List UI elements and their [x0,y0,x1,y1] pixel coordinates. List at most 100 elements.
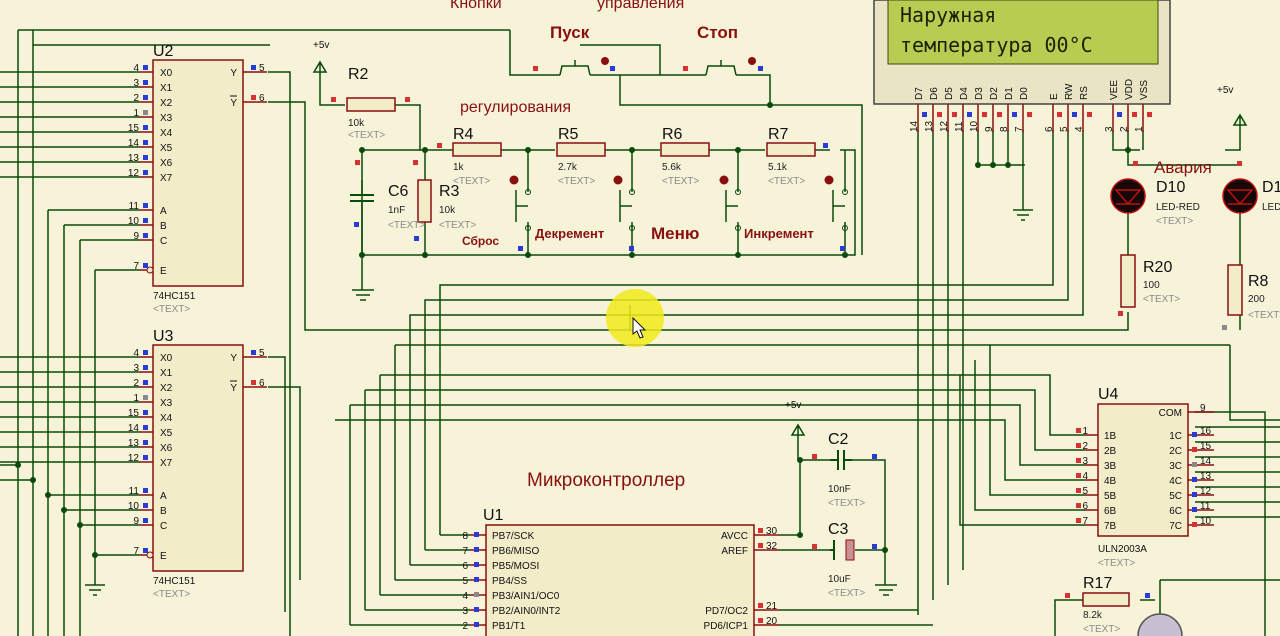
increment-switch[interactable]: Инкремент [744,175,848,252]
pin-state-marker [143,263,148,268]
pin-state-marker [143,380,148,385]
decrement-switch-label: Декремент [535,226,604,241]
mux-pin-num: 3 [133,78,139,89]
driver-pin-name: 2C [1169,446,1182,457]
lcd-pin-header: D714D613D512D411D310D29D18D07E6RW5RS4VEE… [909,79,1152,132]
mux-part: 74HC151 [153,291,196,302]
pin-state-marker [1057,112,1062,117]
lcd-pin-name: E [1049,93,1060,100]
mcu-pin-name: PB7/SCK [492,531,535,542]
resistor-r20[interactable]: R20 100 <TEXT> [1118,254,1180,316]
decrement-switch[interactable]: Декремент [535,175,635,252]
resistor-r5[interactable]: R5 2.7k <TEXT> [556,126,606,187]
pin-state-marker [143,488,148,493]
driver-pin-num: 9 [1200,403,1206,414]
menu-switch[interactable]: Меню [651,175,741,244]
pin-state-marker [1192,492,1197,497]
lcd-pin-num: 5 [1059,126,1070,132]
resistor-r3-value: 10k [439,205,456,216]
pin-state-marker [143,548,148,553]
resistor-r20-text: <TEXT> [1143,294,1180,305]
svg-text:+5v: +5v [1217,85,1233,96]
start-button-label: Пуск [550,23,590,42]
button-actuator-icon [748,57,756,65]
resistor-r2[interactable]: R2 10k <TEXT> [331,66,410,141]
mux-pin-num: 12 [128,453,140,464]
resistor-r3[interactable]: R3 10k <TEXT> [413,160,476,241]
mcu-pin-name: PB5/MOSI [492,561,539,572]
mux-pin-num: 13 [128,153,140,164]
pin-state-marker [474,577,479,582]
resistor-r6-ref: R6 [662,126,683,143]
pin-state-marker [1012,112,1017,117]
resistor-r7[interactable]: R7 5.1k <TEXT> [766,126,828,187]
resistor-r4[interactable]: R4 1k <TEXT> [437,126,502,187]
mux-pin-name: X0 [160,68,173,79]
mux-pin-num: 1 [133,393,139,404]
stop-button[interactable]: Стоп [683,23,763,76]
driver-pin-name: 6C [1169,506,1182,517]
mux-pin-name: X5 [160,428,173,439]
ground-icon [875,584,897,596]
driver-text: <TEXT> [1098,558,1135,569]
pin-state-marker [251,380,256,385]
lcd-line-1: Наружная [900,3,996,27]
mux-pin-num: 5 [259,348,265,359]
capacitor-c2-text: <TEXT> [828,498,865,509]
stop-button-label: Стоп [697,23,738,42]
resistor-r8[interactable]: R8 200 <TEXT> [1222,264,1280,330]
mux-pin-num: 15 [128,123,140,134]
lcd-pin-name: D5 [944,87,955,100]
driver-pin-num: 16 [1200,426,1212,437]
resistor-r8-text: <TEXT> [1248,310,1280,321]
mux-pin-name: X4 [160,128,173,139]
resistor-r2-ref: R2 [348,66,369,83]
capacitor-c2[interactable]: C2 10nF <TEXT> [812,431,877,509]
start-button[interactable]: Пуск [533,23,615,76]
pin-state-marker [1076,488,1081,493]
mcu-pin-name: PB3/AIN1/OC0 [492,591,560,602]
led-d11[interactable]: D1 LED [1222,161,1280,214]
junction-layer [15,102,1131,558]
mux-pin-num: 12 [128,168,140,179]
svg-text:+5v: +5v [313,40,329,51]
pin-state-marker [143,140,148,145]
capacitor-c6[interactable]: C6 1nF <TEXT> [350,160,425,231]
mux-pin-num: 6 [259,378,265,389]
led-d10[interactable]: D10 LED-RED <TEXT> [1110,161,1200,227]
button-actuator-icon [824,175,834,185]
lcd-pin-num: 10 [969,120,980,132]
resistor-r17[interactable]: R17 8.2k <TEXT> [1065,575,1150,635]
pin-state-marker [143,365,148,370]
vcc-symbol-mcu: +5v [785,400,806,440]
mcu-pin-num: 21 [766,601,778,612]
resistor-r5-text: <TEXT> [558,176,595,187]
mux-pin-name: X7 [160,458,173,469]
mux-pin-name: X1 [160,83,173,94]
capacitor-c3[interactable]: C3 10uF <TEXT> [812,521,877,599]
pin-state-marker [1192,507,1197,512]
pin-state-marker [1147,112,1152,117]
pin-state-marker [143,395,148,400]
mux-body [152,59,244,287]
reset-switch[interactable]: Сброс [462,175,531,252]
pin-state-marker [251,350,256,355]
pin-state-marker [143,410,148,415]
resistor-r6[interactable]: R6 5.6k <TEXT> [660,126,710,187]
resistor-r6-text: <TEXT> [662,176,699,187]
led-d10-ref: D10 [1156,179,1185,196]
mux-pin-num: 7 [133,546,139,557]
mcu-ref: U1 [483,507,504,524]
motor-partial [1137,613,1183,636]
pin-state-marker [1132,112,1137,117]
driver-pin-name: 5B [1104,491,1117,502]
driver-pin-num: 15 [1200,441,1212,452]
mux-pin-name: C [160,236,167,247]
driver-part: ULN2003A [1098,544,1147,555]
lcd-pin-num: 13 [924,120,935,132]
lcd-display[interactable]: Наружная температура 00°C D714D613D512D4… [873,0,1171,132]
